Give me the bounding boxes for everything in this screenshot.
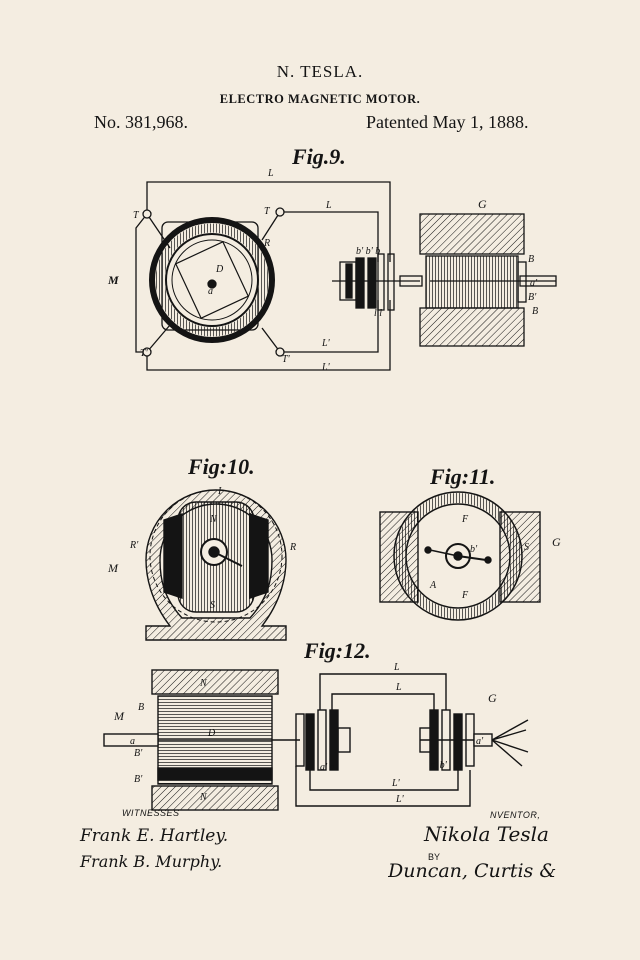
svg-text:F: F: [461, 590, 469, 601]
svg-text:B': B': [528, 292, 537, 303]
svg-text:S: S: [210, 600, 215, 611]
svg-text:L: L: [393, 662, 400, 673]
witnesses-label: WITNESSES: [122, 808, 180, 818]
svg-text:M: M: [107, 273, 119, 287]
svg-text:l l: l l: [374, 308, 382, 319]
svg-text:T': T': [282, 354, 291, 365]
svg-text:L': L': [395, 794, 405, 805]
patent-title: ELECTRO MAGNETIC MOTOR.: [219, 92, 421, 106]
figure-11: [379, 491, 541, 621]
svg-text:b': b': [470, 544, 478, 555]
svg-text:G: G: [488, 691, 497, 705]
fig9-label: Fig.9.: [292, 144, 346, 169]
svg-text:N: N: [209, 514, 218, 525]
figure-9: [135, 181, 557, 371]
inventor-label: NVENTOR,: [490, 810, 541, 820]
patent-date: Patented May 1, 1888.: [366, 112, 529, 132]
svg-text:M: M: [107, 561, 119, 575]
svg-text:b' b' b: b' b' b: [356, 246, 380, 257]
fig10-label: Fig:10.: [188, 454, 255, 479]
patent-number: No. 381,968.: [94, 112, 188, 132]
figure-10: [145, 489, 287, 641]
svg-text:D: D: [207, 728, 216, 739]
svg-text:T': T': [140, 348, 149, 359]
svg-text:L': L': [321, 362, 331, 373]
figure-12: [103, 669, 529, 811]
fig11-label: Fig:11.: [430, 464, 496, 489]
svg-text:a': a': [476, 736, 484, 747]
svg-text:R': R': [129, 540, 139, 551]
svg-text:a' a': a' a': [320, 762, 338, 773]
svg-text:B: B: [532, 306, 538, 317]
svg-text:N: N: [199, 678, 208, 689]
witness-signature-2: Frank B. Murphy.: [80, 852, 223, 871]
inventor-signature: Nikola Tesla: [424, 822, 549, 846]
svg-text:G: G: [552, 535, 561, 549]
svg-text:F: F: [461, 514, 469, 525]
svg-text:a': a': [530, 278, 538, 289]
by-label: BY: [428, 852, 441, 862]
svg-text:B: B: [528, 254, 534, 265]
svg-text:a: a: [208, 286, 213, 297]
inventor-name: N. TESLA.: [276, 62, 364, 81]
svg-text:R: R: [263, 238, 270, 249]
svg-text:T: T: [264, 206, 271, 217]
svg-text:R: R: [289, 542, 296, 553]
svg-text:b' b': b' b': [430, 760, 448, 771]
svg-text:L: L: [395, 682, 402, 693]
svg-text:N: N: [199, 792, 208, 803]
svg-text:I: I: [217, 486, 222, 497]
svg-text:L': L': [321, 338, 331, 349]
svg-text:T: T: [133, 210, 140, 221]
attorney-signature: Duncan, Curtis & P...: [388, 860, 560, 882]
svg-text:A: A: [429, 580, 437, 591]
svg-text:B: B: [138, 702, 144, 713]
svg-text:B': B': [134, 748, 143, 759]
label-L-top: L: [267, 168, 274, 179]
fig12-label: Fig:12.: [304, 638, 371, 663]
svg-text:D: D: [215, 264, 224, 275]
svg-text:L': L': [391, 778, 401, 789]
svg-text:S: S: [524, 542, 529, 553]
witness-signature-1: Frank E. Hartley.: [80, 826, 229, 846]
svg-text:B': B': [134, 774, 143, 785]
svg-text:G: G: [478, 197, 487, 211]
svg-text:M: M: [113, 709, 125, 723]
svg-text:a: a: [130, 736, 135, 747]
svg-text:L: L: [325, 200, 332, 211]
